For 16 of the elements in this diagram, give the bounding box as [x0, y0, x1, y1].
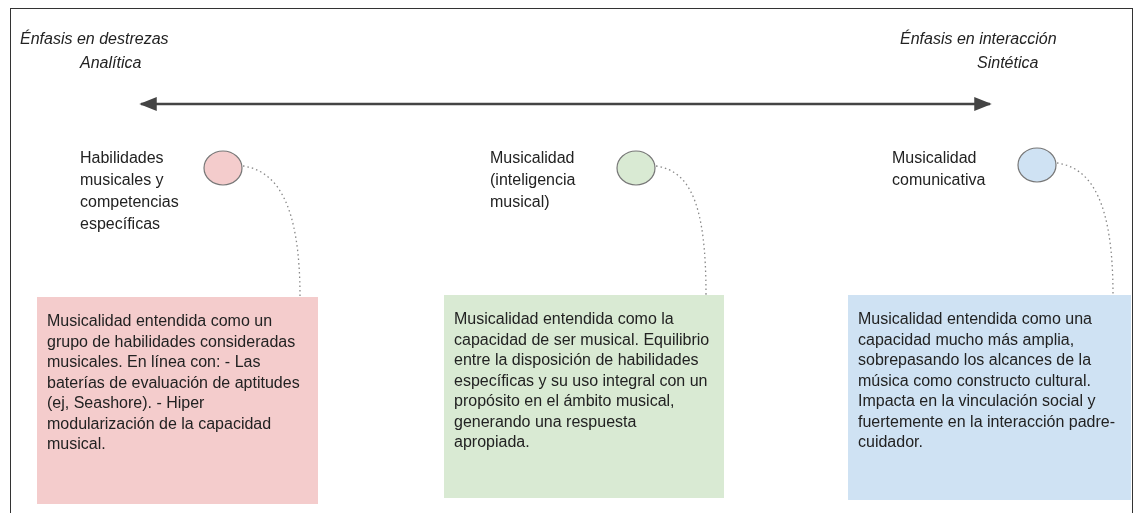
category-label: Musicalidad (inteligencia musical): [490, 148, 577, 212]
axis-end-label: Énfasis en destrezas: [20, 30, 169, 48]
axis-end-label: Énfasis en interacción: [900, 30, 1057, 48]
circle-marker: [616, 150, 656, 186]
dotted-connector: [1056, 162, 1114, 296]
description-box: Musicalidad entendida como una capacidad mucho más amplia, sobrepasando los alcances de la música como constructo cultural. Impacta en la vinculación social y fuertemente en la interacción padre-cuidador.: [848, 295, 1131, 500]
category-label: Musicalidad comunicativa: [892, 148, 987, 190]
description-box: Musicalidad entendida como la capacidad de ser musical. Equilibrio entre la disposición de habilidades específicas y su uso integral con un propósito en el ámbito musical, generando una respuesta apropiada.: [444, 295, 724, 498]
circle-marker: [203, 150, 243, 186]
dotted-connector: [655, 165, 707, 296]
axis-end-label: Sintética: [977, 54, 1039, 72]
dotted-connector: [242, 165, 301, 298]
axis-end-label: Analítica: [80, 54, 142, 72]
description-box: Musicalidad entendida como un grupo de habilidades consideradas musicales. En línea con: - Las baterías de evaluación de aptitudes (ej, Seashore). - Hiper modularización de la capacidad musical.: [37, 297, 318, 504]
circle-marker: [1017, 147, 1057, 183]
category-label: Habilidades musicales y competencias específicas: [80, 148, 180, 234]
